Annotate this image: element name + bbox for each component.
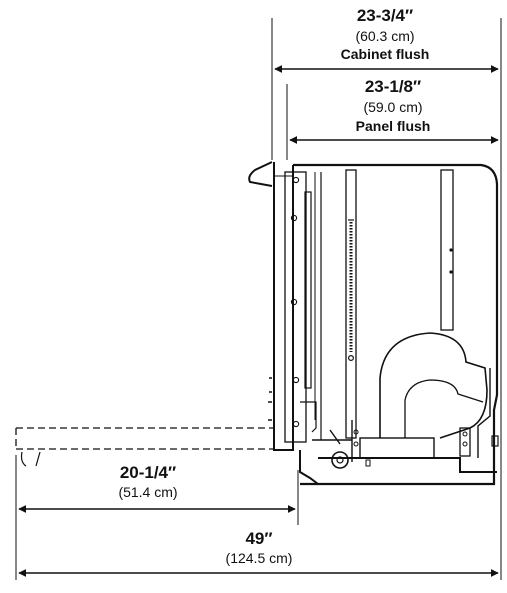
door-open-metric: (51.4 cm) [118, 484, 177, 500]
cabinet-flush-metric: (60.3 cm) [355, 28, 414, 44]
door-spring [348, 219, 355, 362]
interior-posts [314, 169, 454, 440]
door-open-value: 20-1/4″ [120, 463, 176, 482]
interior-dots [449, 248, 453, 274]
door-panel [273, 162, 294, 451]
dimension-arrows [18, 65, 499, 577]
door-inner-frame [284, 171, 307, 443]
door-open-dimension: 20-1/4″ (51.4 cm) [118, 463, 177, 500]
sump-assembly [379, 332, 488, 439]
panel-flush-label: Panel flush [356, 118, 431, 134]
cabinet-flush-dimension: 23-3/4″ (60.3 cm) Cabinet flush [341, 6, 430, 62]
total-depth-metric: (124.5 cm) [226, 550, 293, 566]
base-wheel [331, 451, 349, 469]
cabinet-flush-label: Cabinet flush [341, 46, 430, 62]
open-door-outline [15, 427, 274, 467]
panel-flush-dimension: 23-1/8″ (59.0 cm) Panel flush [356, 77, 431, 134]
base-frame [299, 450, 497, 485]
door-handle [248, 161, 273, 187]
base-box [359, 437, 435, 459]
panel-flush-metric: (59.0 cm) [363, 99, 422, 115]
door-screws [290, 176, 300, 428]
total-depth-value: 49″ [245, 529, 272, 548]
open-door-handle-outline [20, 451, 41, 467]
extension-lines [15, 18, 502, 580]
dishwasher-body [248, 161, 499, 486]
tub-outline [293, 163, 499, 486]
cabinet-flush-value: 23-3/4″ [357, 6, 413, 25]
total-depth-dimension: 49″ (124.5 cm) [226, 529, 293, 566]
panel-flush-value: 23-1/8″ [365, 77, 421, 96]
